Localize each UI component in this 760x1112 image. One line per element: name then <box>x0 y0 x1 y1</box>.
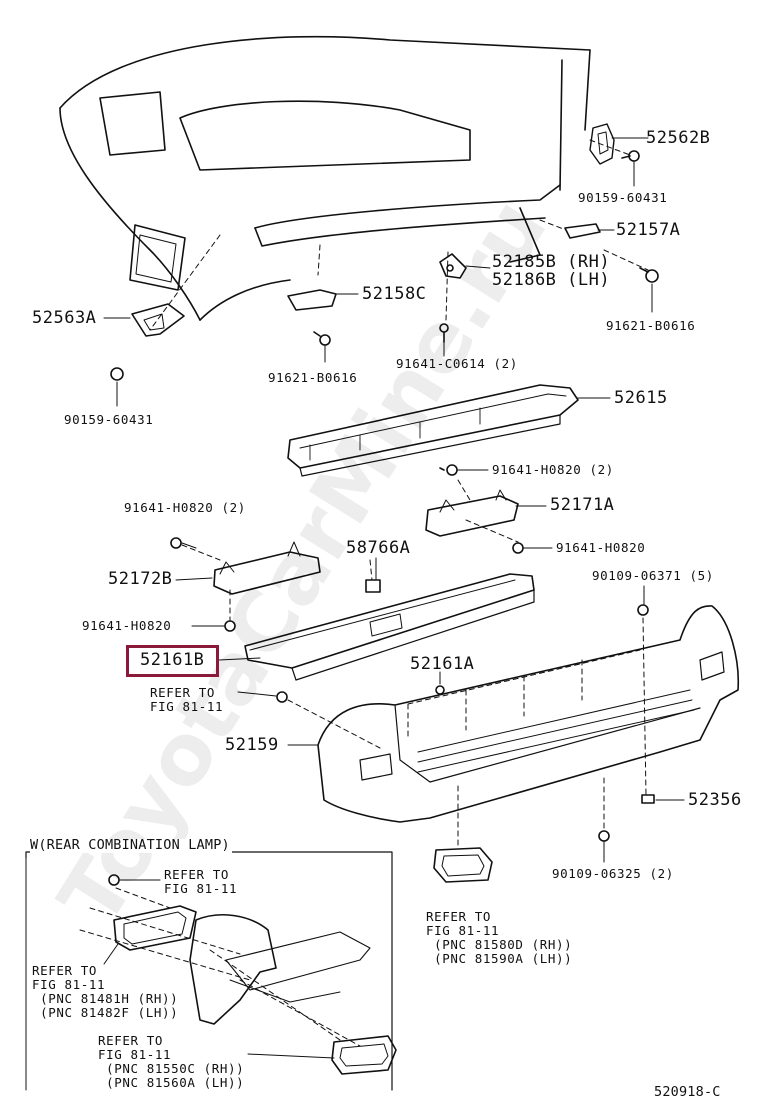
part-label-52185B[interactable]: 52185B (RH) <box>492 252 611 272</box>
reflector-lamp-center <box>433 847 493 883</box>
part-label-90159-60431-left[interactable]: 90159-60431 <box>64 412 154 427</box>
bracket-52172B <box>170 537 321 632</box>
refer-to-fig-main[interactable]: REFER TO FIG 81-11 <box>150 685 224 714</box>
bracket-52562B <box>589 123 640 165</box>
inset-lamp-assembly <box>108 874 397 1075</box>
inset-leader-lines <box>103 879 335 1059</box>
part-label-52563A[interactable]: 52563A <box>32 308 97 328</box>
dashed-leaders <box>149 139 649 849</box>
retainer-58766A <box>365 579 381 593</box>
inset-dashed-leaders <box>79 887 361 1047</box>
part-label-52172B[interactable]: 52172B <box>108 569 173 589</box>
bracket-52158C <box>287 289 337 346</box>
part-label-91641-H0820-left[interactable]: 91641-H0820 <box>82 618 172 633</box>
part-label-52161A[interactable]: 52161A <box>410 654 475 674</box>
inset-title: W(REAR COMBINATION LAMP) <box>30 837 232 853</box>
refer-to-fig-lamp-center[interactable]: REFER TO FIG 81-11 (PNC 81580D (RH)) (PN… <box>426 909 573 966</box>
part-label-91621-B0616-mid[interactable]: 91621-B0616 <box>268 370 358 385</box>
part-label-52157A[interactable]: 52157A <box>616 220 681 240</box>
part-label-52356[interactable]: 52356 <box>688 790 742 810</box>
part-label-91641-H0820-left-upper[interactable]: 91641-H0820 (2) <box>124 500 246 515</box>
leader-lines <box>103 137 685 863</box>
part-label-52158C[interactable]: 52158C <box>362 284 427 304</box>
part-label-91641-H0820-upper[interactable]: 91641-H0820 (2) <box>492 462 614 477</box>
refer-to-fig-inset-bottom[interactable]: REFER TO FIG 81-11 (PNC 81550C (RH)) (PN… <box>98 1033 245 1090</box>
reinforcement-52615 <box>287 384 579 477</box>
part-label-52615[interactable]: 52615 <box>614 388 668 408</box>
bolt-91641-H0820-upper <box>439 464 458 476</box>
part-label-52159[interactable]: 52159 <box>225 735 279 755</box>
part-label-90159-60431-top[interactable]: 90159-60431 <box>578 190 668 205</box>
part-label-52562B[interactable]: 52562B <box>646 128 711 148</box>
part-label-90109-06325[interactable]: 90109-06325 (2) <box>552 866 674 881</box>
clip-52157A <box>564 223 659 283</box>
absorber-52161B <box>244 573 535 681</box>
part-label-91641-C0614[interactable]: 91641-C0614 (2) <box>396 356 518 371</box>
highlight-box-52161B <box>126 645 219 677</box>
bracket-52185B <box>439 253 467 343</box>
bracket-52171A <box>425 489 524 554</box>
refer-to-fig-inset-left[interactable]: REFER TO FIG 81-11 (PNC 81481H (RH)) (PN… <box>32 963 179 1020</box>
refer-to-fig-inset-top[interactable]: REFER TO FIG 81-11 <box>164 867 238 896</box>
part-label-90109-06371[interactable]: 90109-06371 (5) <box>592 568 714 583</box>
bracket-52563A <box>110 303 185 381</box>
part-label-91621-B0616-right[interactable]: 91621-B0616 <box>606 318 696 333</box>
diagram-code: 520918-C <box>654 1084 721 1100</box>
bumper-cover-52159 <box>276 604 740 842</box>
part-label-52186B[interactable]: 52186B (LH) <box>492 270 611 290</box>
part-label-52161B[interactable]: 52161B <box>140 650 205 670</box>
vehicle-body-outline <box>59 35 591 321</box>
part-label-91641-H0820-right[interactable]: 91641-H0820 <box>556 540 646 555</box>
part-label-52171A[interactable]: 52171A <box>550 495 615 515</box>
part-label-58766A[interactable]: 58766A <box>346 538 411 558</box>
